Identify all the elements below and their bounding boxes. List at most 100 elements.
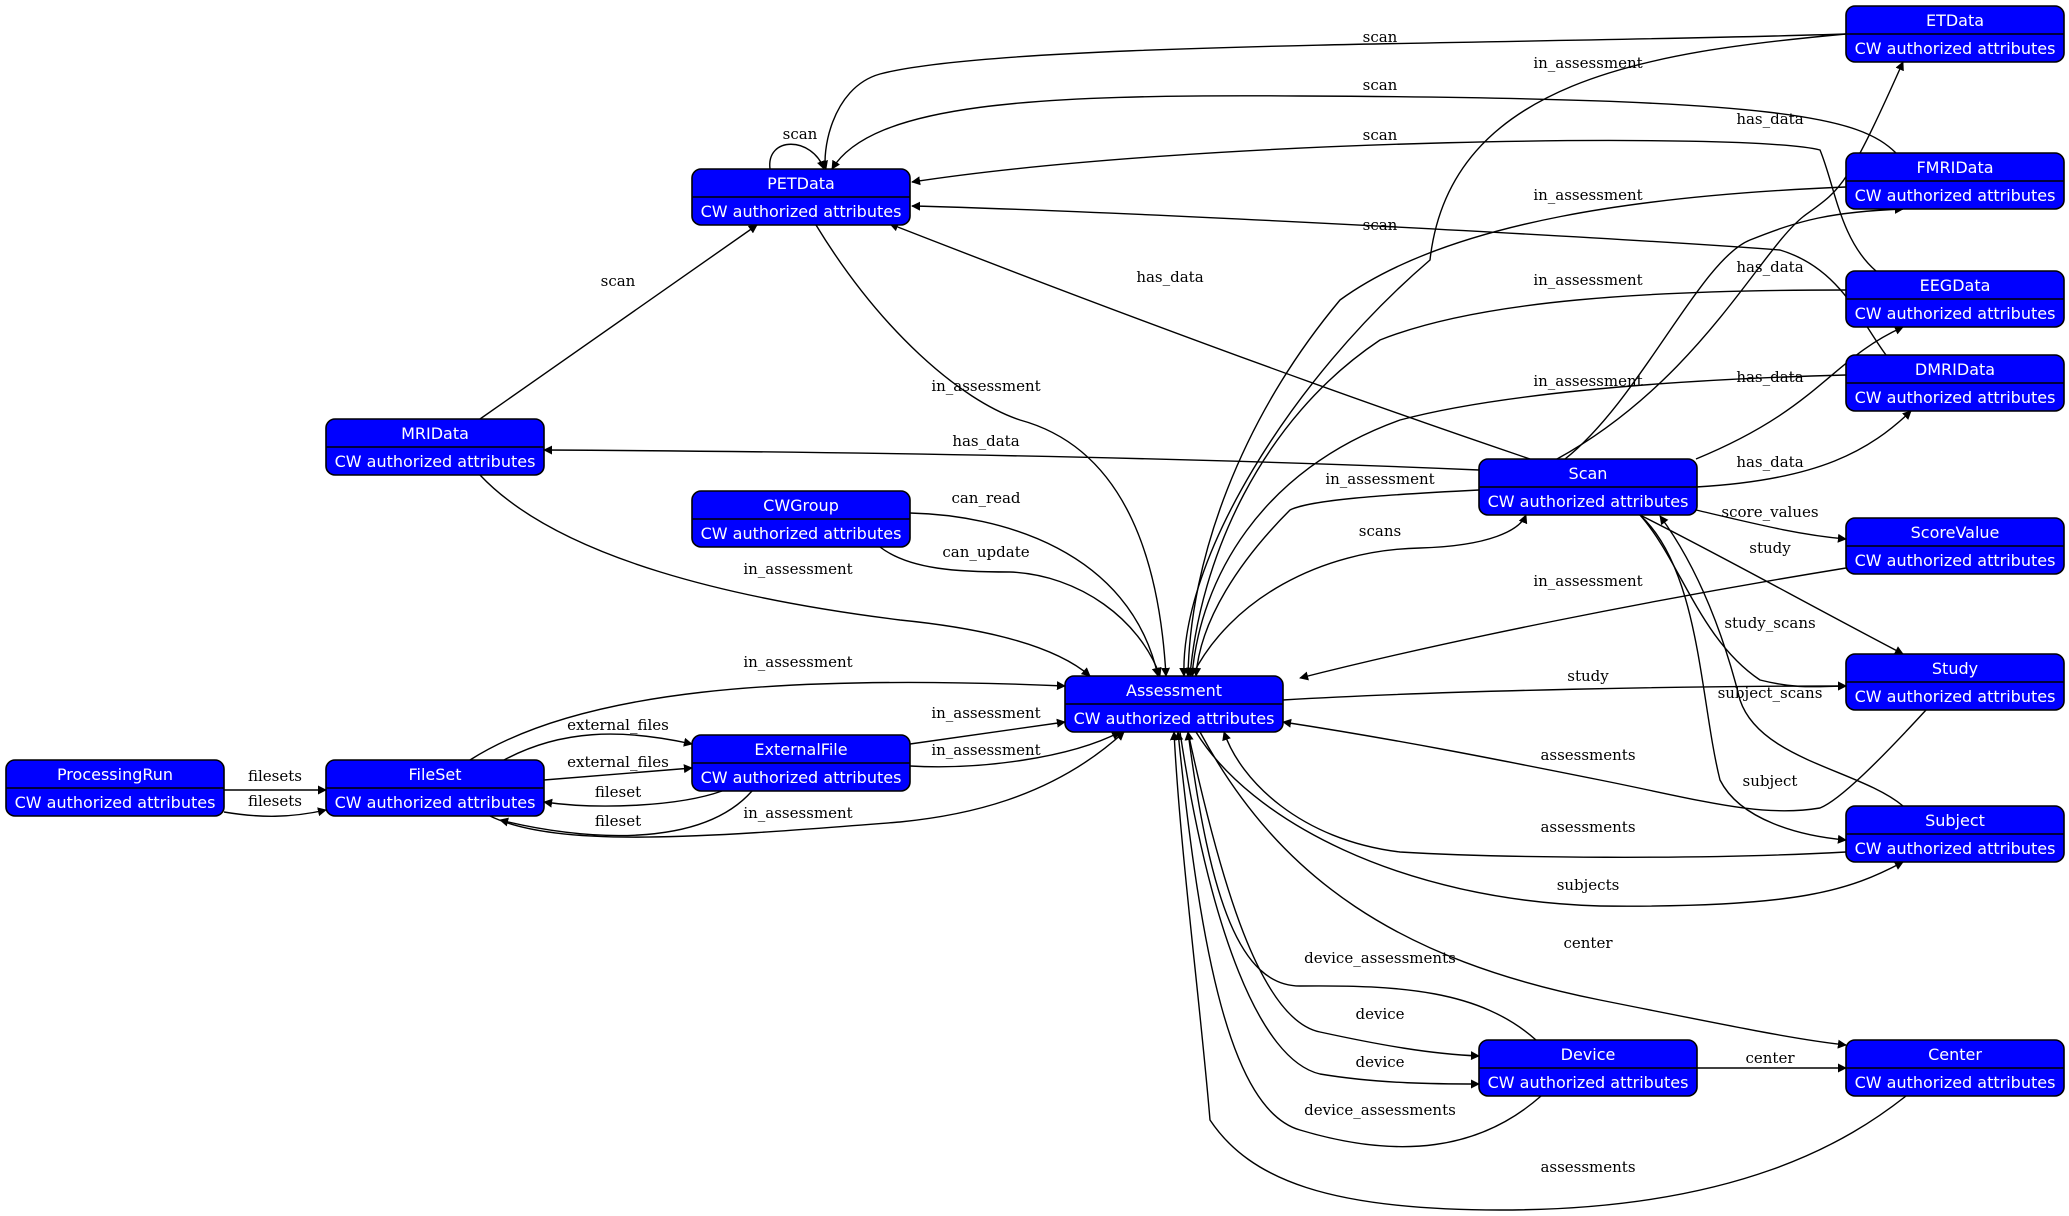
- edge-study: study: [1282, 667, 1847, 701]
- node-fmridata[interactable]: FMRIData CW authorized attributes: [1845, 152, 2065, 210]
- edge-line: [909, 512, 1161, 677]
- edge-score-values: score_values: [1695, 503, 1847, 543]
- edge-line: [1192, 489, 1480, 677]
- edge-line: [1191, 514, 1528, 677]
- edge-line: [911, 139, 1877, 272]
- node-title: CWGroup: [763, 496, 839, 515]
- edges-layer: scanscanscanscanscanscanin_assessmentin_…: [223, 28, 1927, 1211]
- edge-scan: scan: [911, 201, 1887, 356]
- node-title: EEGData: [1920, 276, 1991, 295]
- edge-has-data: has_data: [543, 432, 1480, 471]
- edge-can-read: can_read: [909, 489, 1161, 677]
- edge-line: [1169, 731, 1907, 1211]
- edge-label: filesets: [248, 792, 302, 810]
- edge-line: [479, 224, 758, 420]
- edge-line: [1174, 731, 1542, 1148]
- node-title: FileSet: [408, 765, 461, 784]
- edge-filesets: filesets: [223, 792, 327, 817]
- node-attributes: CW authorized attributes: [1488, 1073, 1689, 1092]
- node-attributes: CW authorized attributes: [15, 793, 216, 812]
- node-title: ETData: [1926, 11, 1984, 30]
- edge-line: [815, 224, 1171, 677]
- node-attributes: CW authorized attributes: [1855, 1073, 2056, 1092]
- edge-line: [479, 474, 1091, 677]
- node-attributes: CW authorized attributes: [1855, 388, 2056, 407]
- edge-scan: scan: [769, 125, 826, 170]
- edge-line: [1187, 731, 1480, 1061]
- edge-label: subject: [1743, 772, 1798, 790]
- edge-label: study: [1567, 667, 1609, 685]
- edge-device: device: [1187, 731, 1480, 1061]
- edge-label: filesets: [248, 767, 302, 785]
- edge-line: [503, 733, 693, 761]
- edge-in-assessment: in_assessment: [469, 653, 1066, 761]
- edge-fileset: fileset: [499, 790, 753, 837]
- node-title: ExternalFile: [754, 740, 847, 759]
- edge-label: in_assessment: [931, 704, 1040, 722]
- edge-fileset: fileset: [543, 783, 723, 808]
- edge-label: study: [1749, 539, 1791, 557]
- edge-label: scan: [783, 125, 818, 143]
- edge-scan: scan: [911, 126, 1877, 272]
- edge-label: device: [1355, 1053, 1404, 1071]
- edge-label: in_assessment: [1533, 186, 1642, 204]
- edge-line: [1199, 731, 1847, 1049]
- edge-label: in_assessment: [1533, 271, 1642, 289]
- edge-line: [769, 143, 826, 170]
- edge-label: study_scans: [1724, 614, 1815, 632]
- edge-label: in_assessment: [1325, 470, 1434, 488]
- edge-in-assessment: in_assessment: [1183, 186, 1847, 677]
- edge-label: center: [1745, 1049, 1795, 1067]
- edge-label: device: [1355, 1005, 1404, 1023]
- edge-line: [1222, 731, 1847, 858]
- edge-line: [1179, 33, 1847, 677]
- node-attributes: CW authorized attributes: [701, 768, 902, 787]
- edge-line: [1695, 326, 1904, 460]
- edge-assessments: assessments: [1169, 731, 1907, 1211]
- edge-label: has_data: [1136, 268, 1203, 286]
- edge-label: in_assessment: [743, 560, 852, 578]
- edge-in-assessment: in_assessment: [479, 474, 1091, 677]
- edge-line: [543, 764, 693, 781]
- edge-line: [1184, 731, 1537, 1041]
- edge-label: has_data: [952, 432, 1019, 450]
- node-attributes: CW authorized attributes: [1855, 186, 2056, 205]
- edge-label: assessments: [1540, 1158, 1635, 1176]
- node-title: Assessment: [1126, 681, 1222, 700]
- edge-label: has_data: [1736, 368, 1803, 386]
- edge-label: in_assessment: [931, 377, 1040, 395]
- node-title: PETData: [767, 174, 835, 193]
- node-externalfile[interactable]: ExternalFile CW authorized attributes: [691, 734, 911, 792]
- edge-label: in_assessment: [931, 741, 1040, 759]
- edge-label: fileset: [595, 783, 641, 801]
- node-attributes: CW authorized attributes: [1855, 839, 2056, 858]
- edge-line: [1659, 515, 1904, 807]
- edge-device-assessments: device_assessments: [1184, 731, 1537, 1041]
- edge-line: [543, 445, 1480, 471]
- edge-device-assessments: device_assessments: [1174, 731, 1542, 1148]
- edge-label: scan: [1363, 126, 1398, 144]
- edge-line: [1183, 186, 1847, 677]
- edge-label: in_assessment: [1533, 572, 1642, 590]
- edge-has-data: has_data: [889, 222, 1531, 460]
- edge-line: [1299, 567, 1847, 681]
- node-title: FMRIData: [1916, 158, 1993, 177]
- edge-label: assessments: [1540, 746, 1635, 764]
